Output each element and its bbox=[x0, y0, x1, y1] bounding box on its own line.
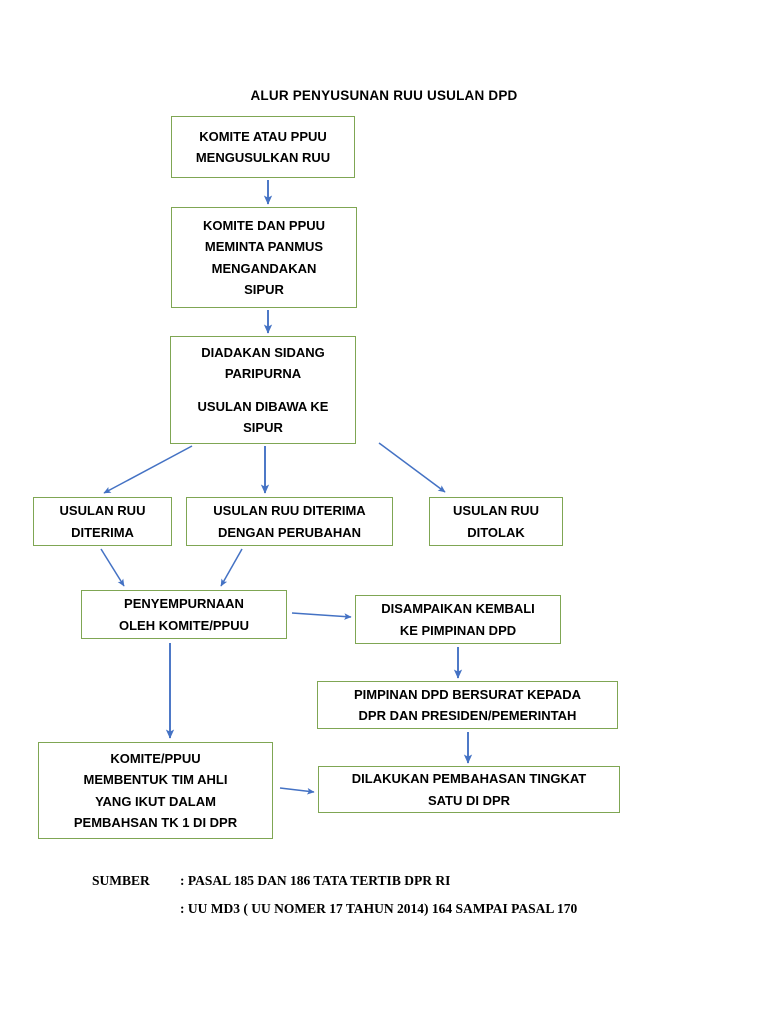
node-line: PENYEMPURNAAN bbox=[124, 596, 244, 612]
node-line: DITOLAK bbox=[467, 524, 525, 540]
page-title: ALUR PENYUSUNAN RUU USULAN DPD bbox=[250, 88, 518, 103]
flowchart-node: PENYEMPURNAAN OLEH KOMITE/PPUU bbox=[81, 590, 287, 639]
flow-arrow bbox=[220, 548, 243, 587]
node-line: DPR DAN PRESIDEN/PEMERINTAH bbox=[358, 708, 577, 723]
node-line: DILAKUKAN PEMBAHASAN TINGKAT bbox=[351, 771, 587, 787]
node-line: MEMINTA PANMUS bbox=[204, 239, 324, 255]
flow-arrow bbox=[378, 442, 446, 493]
node-line: SIPUR bbox=[244, 281, 284, 297]
source-line-2: : UU MD3 ( UU NOMER 17 TAHUN 2014) 164 S… bbox=[180, 901, 578, 916]
node-line: USULAN RUU DITERIMA bbox=[213, 503, 366, 519]
node-line: DENGAN PERUBAHAN bbox=[217, 524, 361, 540]
node-line: SATU DI DPR bbox=[427, 792, 511, 808]
node-line: DIADAKAN SIDANG bbox=[201, 345, 325, 361]
source-line-1: : PASAL 185 DAN 186 TATA TERTIB DPR RI bbox=[180, 873, 451, 888]
flowchart-node: USULAN RUU DITERIMA bbox=[33, 497, 172, 546]
flowchart-node: KOMITE ATAU PPUU MENGUSULKAN RUU bbox=[171, 116, 355, 178]
node-line: DISAMPAIKAN KEMBALI bbox=[381, 601, 535, 617]
node-line: PARIPURNA bbox=[224, 366, 302, 382]
flow-arrow bbox=[291, 612, 352, 620]
node-line: KOMITE ATAU PPUU bbox=[199, 128, 327, 144]
flowchart-node: KOMITE DAN PPUU MEMINTA PANMUS MENGANDAKAN… bbox=[171, 207, 357, 308]
node-line: USULAN RUU bbox=[453, 503, 539, 519]
node-line: SIPUR bbox=[243, 419, 283, 435]
node-line: USULAN RUU bbox=[59, 503, 146, 519]
flowchart-node: USULAN RUU DITERIMA DENGAN PERUBAHAN bbox=[186, 497, 393, 546]
flow-arrow bbox=[103, 445, 193, 494]
flow-arrow bbox=[100, 548, 125, 587]
node-line: DITERIMA bbox=[71, 524, 134, 540]
node-line: PEMBAHSAN TK 1 DI DPR bbox=[73, 814, 238, 830]
node-line: OLEH KOMITE/PPUU bbox=[118, 617, 249, 633]
node-line: PIMPINAN DPD BERSURAT KEPADA bbox=[353, 686, 582, 702]
node-line: KE PIMPINAN DPD bbox=[399, 622, 517, 638]
node-line: MEMBENTUK TIM AHLI bbox=[83, 772, 228, 788]
flow-arrow bbox=[279, 787, 315, 795]
node-line: YANG IKUT DALAM bbox=[95, 793, 216, 809]
node-line: KOMITE/PPUU bbox=[110, 751, 201, 767]
node-line: USULAN DIBAWA KE bbox=[197, 398, 329, 414]
flowchart-node: KOMITE/PPUU MEMBENTUK TIM AHLI YANG IKUT D… bbox=[38, 742, 273, 839]
source-label: SUMBER bbox=[92, 873, 150, 888]
node-line: MENGANDAKAN bbox=[211, 260, 317, 276]
flowchart-node: DILAKUKAN PEMBAHASAN TINGKAT SATU DI DPR bbox=[318, 766, 620, 813]
node-line: MENGUSULKAN RUU bbox=[195, 150, 331, 165]
flowchart-node: DIADAKAN SIDANG PARIPURNA USULAN DIBAWA KE… bbox=[170, 336, 356, 444]
flowchart-node: PIMPINAN DPD BERSURAT KEPADA DPR DAN PRES… bbox=[317, 681, 618, 729]
flowchart-node: USULAN RUU DITOLAK bbox=[429, 497, 563, 546]
flowchart-node: DISAMPAIKAN KEMBALI KE PIMPINAN DPD bbox=[355, 595, 561, 644]
node-line: KOMITE DAN PPUU bbox=[202, 218, 326, 234]
